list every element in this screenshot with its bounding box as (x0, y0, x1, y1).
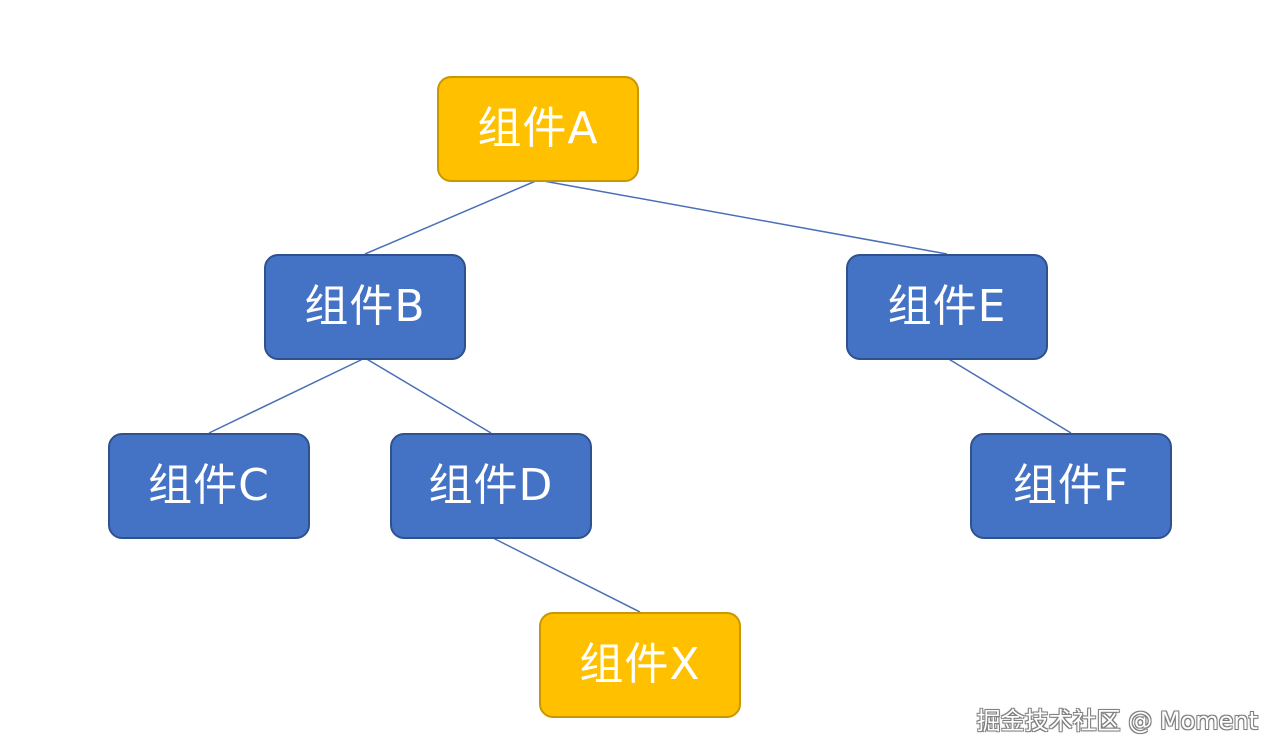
node-component-d: 组件D (390, 433, 592, 539)
node-component-c: 组件C (108, 433, 310, 539)
node-label: 组件B (304, 281, 426, 332)
edge-a-b (364, 179, 539, 255)
node-component-e: 组件E (846, 254, 1048, 360)
edge-e-f (946, 357, 1072, 434)
node-label: 组件A (477, 103, 599, 154)
node-component-a: 组件A (437, 76, 639, 182)
node-label: 组件F (1012, 460, 1130, 511)
node-label: 组件X (579, 639, 701, 690)
edge-a-e (537, 179, 948, 255)
edge-d-x (490, 536, 641, 613)
edge-b-c (208, 357, 366, 434)
node-component-x: 组件X (539, 612, 741, 718)
node-label: 组件C (148, 460, 270, 511)
node-component-f: 组件F (970, 433, 1172, 539)
node-label: 组件D (428, 460, 554, 511)
node-component-b: 组件B (264, 254, 466, 360)
watermark-text: 掘金技术社区 @ Moment (976, 707, 1258, 735)
node-label: 组件E (887, 281, 1007, 332)
edge-b-d (364, 357, 492, 434)
